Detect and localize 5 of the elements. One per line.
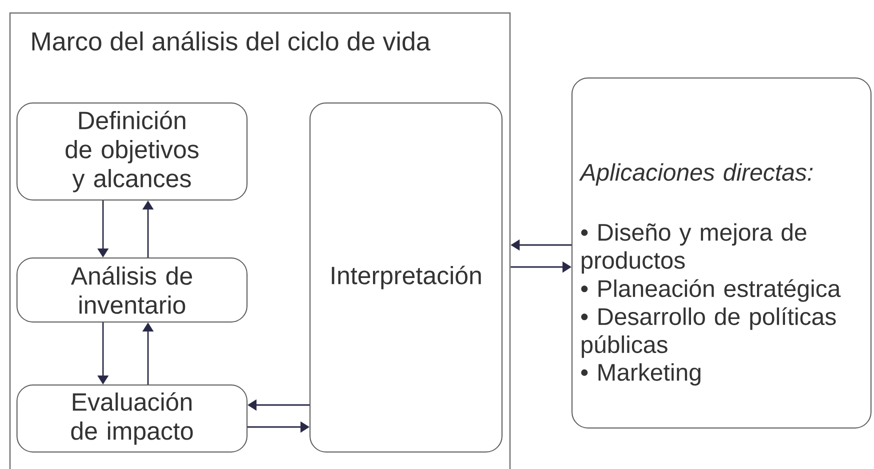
process-box: Definición de objetivos y alcances — [16, 102, 248, 200]
process-box: Análisis de inventario — [16, 258, 248, 322]
applications-box: Aplicaciones directas: • Diseño y mejora de productos • Planeación estratégica • Desarrollo de políticas públicas • Marketing — [572, 78, 872, 428]
process-box: Interpretación — [310, 102, 502, 452]
process-box: Evaluación de impacto — [16, 384, 248, 452]
